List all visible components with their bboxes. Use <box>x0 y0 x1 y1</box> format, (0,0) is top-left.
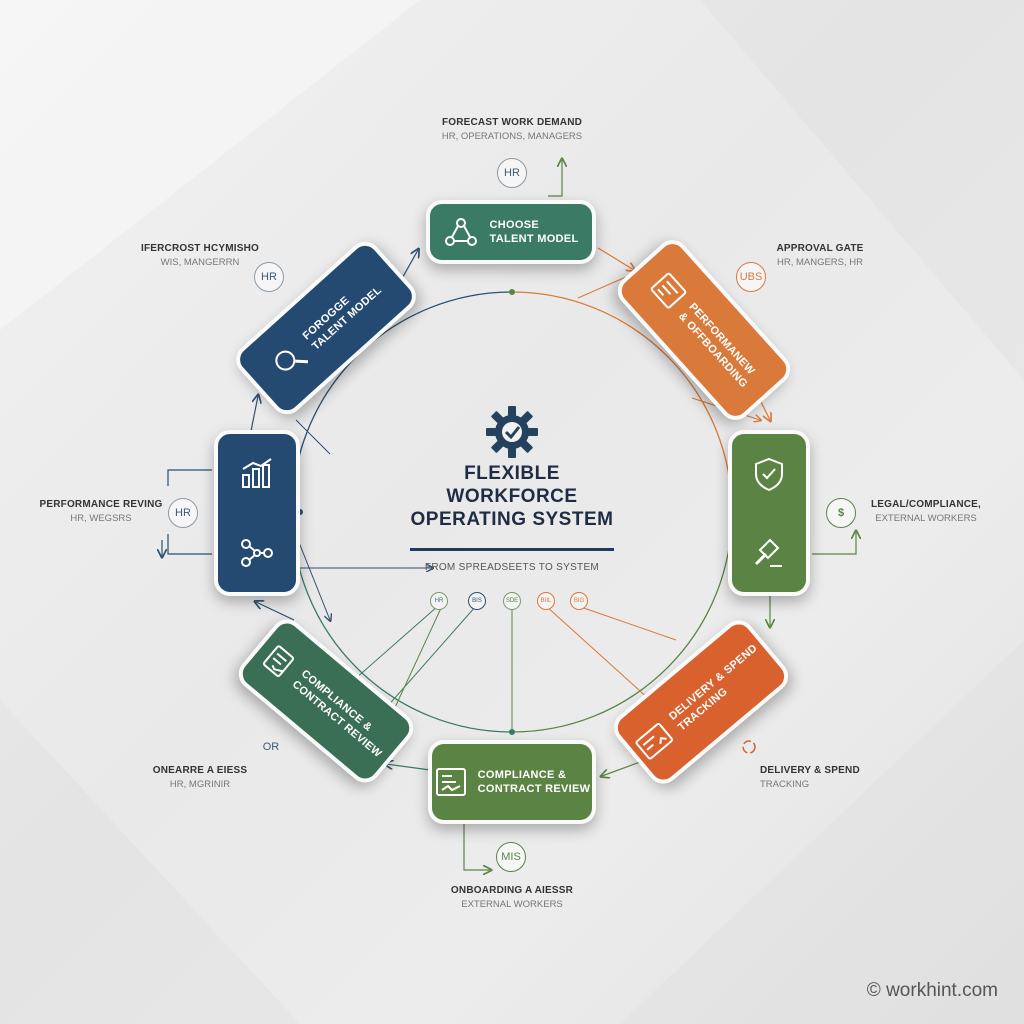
external-sub: HR, Wegsrs <box>70 513 132 524</box>
external-sub: External Workers <box>461 899 563 910</box>
ring-segment-orange <box>511 291 733 513</box>
mini-badge-hr: HR <box>430 592 448 610</box>
external-bottom-left: Onearre a Eiess HR, Mgrinir <box>130 764 270 792</box>
node-label-line-1: Choose <box>489 219 539 231</box>
mini-badge-big: BIG <box>570 592 588 610</box>
node-choose-talent-model[interactable]: Choose Talent Model <box>426 200 596 264</box>
badge-top-right: UBS <box>736 262 766 292</box>
node-analytics[interactable] <box>214 430 300 596</box>
node-label-line-1: Compliance & <box>477 769 567 781</box>
external-title: Onboarding a Aiessr <box>450 885 574 896</box>
contract-icon <box>262 645 294 677</box>
external-title: Approval Gate <box>776 243 864 254</box>
external-bottom: Onboarding a Aiessr External Workers <box>402 884 622 912</box>
node-delivery-spend[interactable]: Delivery & Spend Tracking <box>607 613 795 791</box>
external-sub: HR, Mgrinir <box>169 779 231 790</box>
external-top-left: Ifercrost Hcymisho WIS, Mangerrn <box>110 242 290 270</box>
external-left: Performance Reving HR, Wegsrs <box>26 498 176 526</box>
title-line-2: Workforce <box>446 486 578 507</box>
badge-right: $ <box>826 498 856 528</box>
badge-left: HR <box>168 498 198 528</box>
title-line-1: Flexible <box>464 463 560 484</box>
diagram-title: Flexible Workforce Operating System <box>372 462 652 531</box>
ring-segment-green <box>511 511 733 733</box>
document-icon <box>650 272 687 309</box>
gear-check-icon <box>486 406 538 458</box>
node-compliance-bottom[interactable]: Compliance & Contract Review <box>428 740 596 824</box>
external-title: Delivery & Spend <box>760 765 860 776</box>
diagram-subtitle: From Spreadseets to System <box>424 562 600 573</box>
external-sub: External Workers <box>875 513 977 524</box>
external-right: Legal/Compliance, External Workers <box>856 498 996 526</box>
mini-badge-bis: BIS <box>468 592 486 610</box>
node-label-line-2: Talent Model <box>489 233 579 245</box>
node-compliance-left[interactable]: Compliance & Contract Review <box>232 613 420 789</box>
badge-top-left: HR <box>254 262 284 292</box>
invoice-icon <box>635 722 674 760</box>
node-forecast-talent-model[interactable]: Forogge Talent Model <box>229 235 423 421</box>
node-legal[interactable] <box>728 430 810 596</box>
external-title: Forecast Work Demand <box>441 117 583 128</box>
contract-signature-icon <box>435 768 466 796</box>
external-bottom-right: Delivery & Spend Tracking <box>760 764 900 792</box>
badge-bottom: MIS <box>496 842 526 872</box>
bar-chart-icon <box>242 457 272 488</box>
shield-check-icon <box>755 457 783 492</box>
badge-bottom-left: OR <box>262 741 280 753</box>
mini-badge-sde: SDE <box>503 592 521 610</box>
external-title: Legal/Compliance, <box>870 499 982 510</box>
external-title: Onearre a Eiess <box>152 765 248 776</box>
external-top-right: Approval Gate HR, Mangers, HR <box>740 242 900 270</box>
external-sub: WIS, Mangerrn <box>160 257 240 268</box>
network-nodes-icon <box>241 538 273 567</box>
node-performance-offboarding[interactable]: Performanew & Offboarding <box>611 233 797 427</box>
external-title: Ifercrost Hcymisho <box>140 243 260 254</box>
external-title: Performance Reving <box>39 499 163 510</box>
node-label-line-2: Contract Review <box>477 783 591 795</box>
external-sub: HR, Operations, Managers <box>441 131 583 142</box>
title-divider <box>410 548 614 551</box>
magnifier-icon <box>274 350 308 371</box>
gavel-icon <box>754 538 782 567</box>
mini-badge-biil: BIIL <box>537 592 555 610</box>
external-sub: Tracking <box>760 779 810 790</box>
watermark: © workhint.com <box>866 980 998 1001</box>
external-top: Forecast Work Demand HR, Operations, Man… <box>392 116 632 144</box>
external-sub: HR, Mangers, HR <box>776 257 864 268</box>
title-line-3: Operating System <box>410 509 614 530</box>
badge-top: HR <box>497 158 527 188</box>
sync-icon <box>742 740 756 754</box>
network-icon <box>444 218 477 246</box>
